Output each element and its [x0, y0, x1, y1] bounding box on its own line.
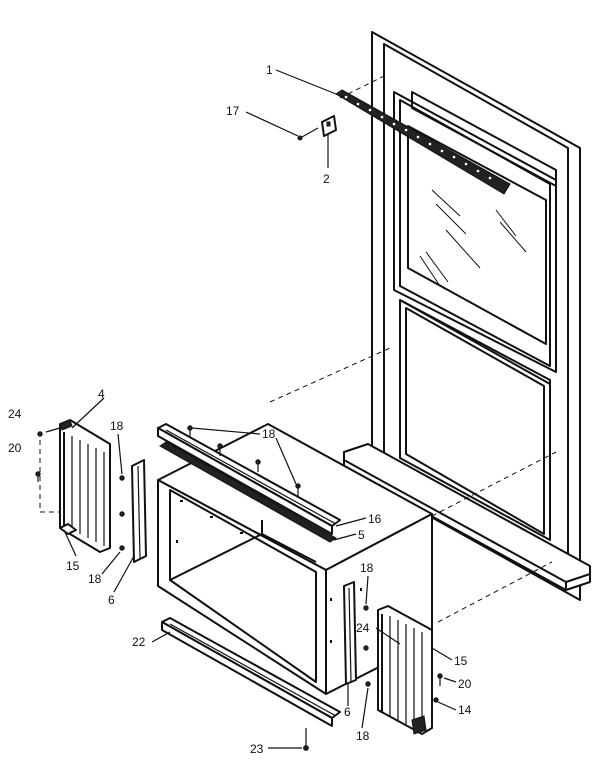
label-part-15-left: 15 — [66, 559, 80, 573]
bottom-rail — [161, 617, 341, 727]
label-part-18-right-top: 18 — [360, 561, 374, 575]
label-part-24-right: 24 — [356, 621, 370, 635]
label-part-15-right: 15 — [454, 654, 468, 668]
left-channel — [131, 459, 147, 563]
leader-lines — [45, 69, 457, 749]
label-part-1: 1 — [266, 63, 273, 77]
right-panel-screws — [363, 605, 443, 703]
mounting-bracket — [321, 115, 337, 168]
label-part-14: 14 — [458, 703, 472, 717]
label-part-18-right-bottom: 18 — [356, 729, 370, 743]
left-curtain-panel — [59, 419, 111, 553]
left-panel-screws — [35, 431, 125, 551]
label-part-6-left: 6 — [108, 593, 115, 607]
label-part-18-left-bottom: 18 — [88, 572, 102, 586]
label-part-17: 17 — [226, 104, 240, 118]
label-part-2: 2 — [323, 172, 330, 186]
screw-23 — [303, 728, 309, 751]
label-part-6-right: 6 — [344, 705, 351, 719]
callout-labels: 1 17 2 4 24 20 18 18 15 18 6 16 5 18 24 … — [8, 63, 472, 756]
label-part-20-right: 20 — [458, 677, 472, 691]
label-part-23: 23 — [250, 742, 264, 756]
window-frame — [343, 31, 591, 601]
label-part-24-left: 24 — [8, 407, 22, 421]
right-channel — [343, 581, 357, 685]
label-part-22: 22 — [132, 635, 146, 649]
top-angle-rail — [157, 423, 341, 543]
label-part-18-rail: 18 — [262, 427, 276, 441]
rail-screws-18 — [187, 425, 301, 496]
label-part-16: 16 — [368, 512, 382, 526]
label-part-20-left: 20 — [8, 441, 22, 455]
screw-17 — [297, 127, 319, 141]
label-part-5: 5 — [358, 528, 365, 542]
label-part-18-left-top: 18 — [110, 419, 124, 433]
top-mounting-rail — [335, 89, 511, 195]
right-curtain-panel — [377, 605, 433, 735]
label-part-4: 4 — [98, 387, 105, 401]
